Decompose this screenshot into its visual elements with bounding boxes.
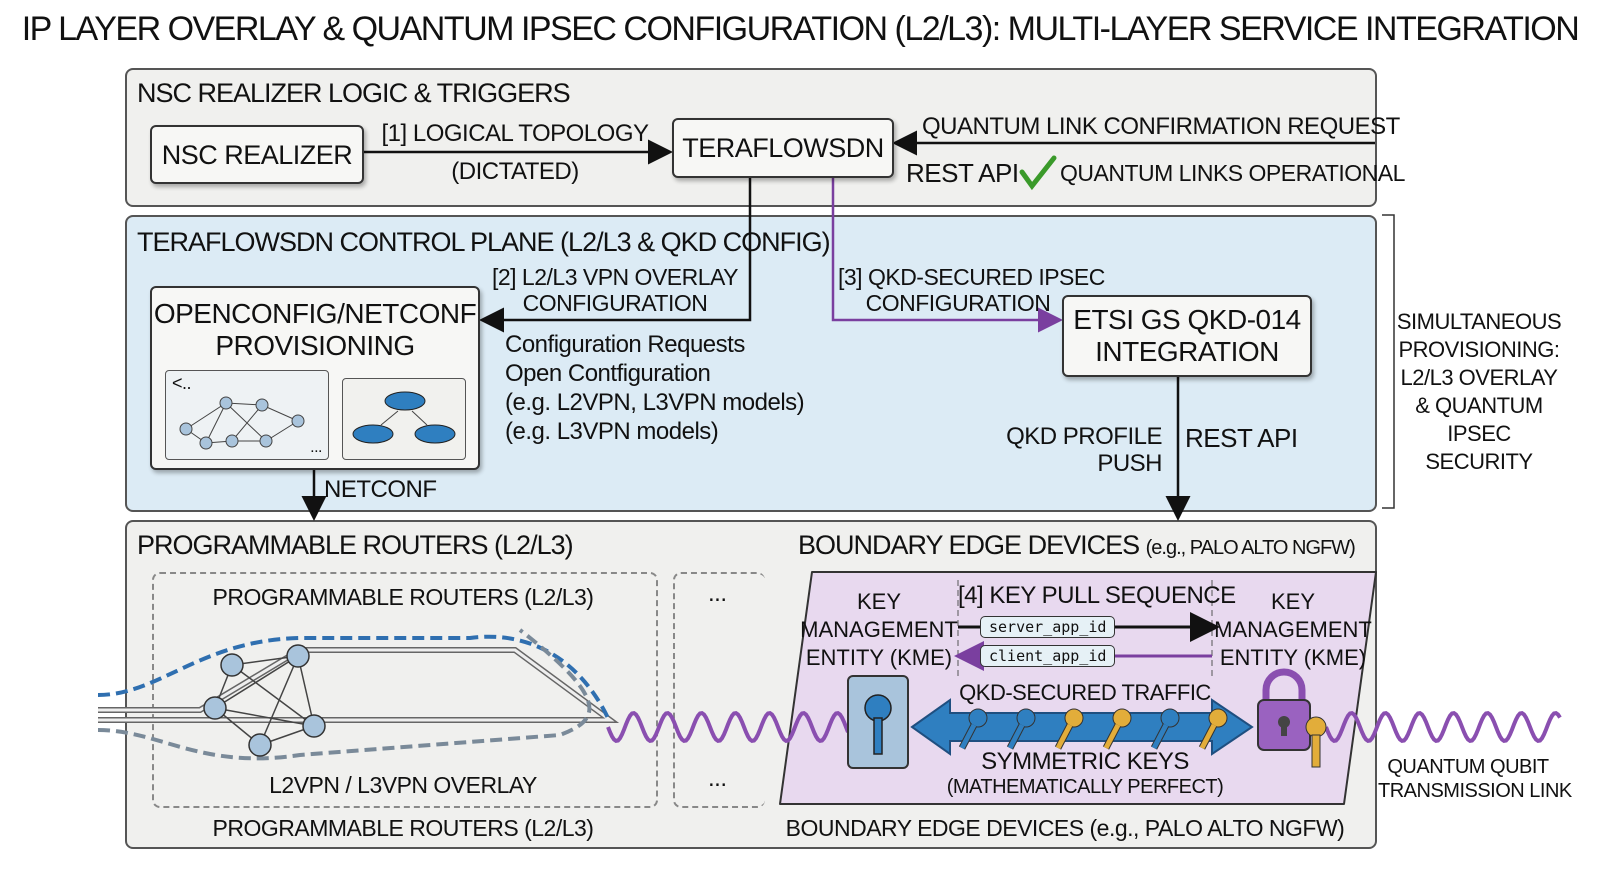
routers-heading: PROGRAMMABLE ROUTERS (L2/L3) — [137, 530, 574, 560]
padlock-icon — [1257, 668, 1327, 768]
key-icon — [1102, 708, 1132, 750]
qubit-sublabel: TRANSMISSION LINK — [1378, 780, 1572, 802]
qkd-push-sublabel: PUSH — [1097, 450, 1162, 477]
quantum-request-label: QUANTUM LINK CONFIRMATION REQUEST — [922, 113, 1400, 140]
edge-heading: BOUNDARY EDGE DEVICES (e.g., PALO ALTO N… — [798, 530, 1356, 561]
side-note-line: & QUANTUM — [1415, 393, 1543, 418]
step2-sublabel: CONFIGURATION — [522, 290, 708, 316]
etsi-title: ETSI GS QKD-014 — [1073, 304, 1301, 335]
kme-right-label: KEY MANAGEMENT ENTITY (KME) — [1214, 588, 1372, 672]
routers-group-more — [673, 572, 765, 808]
kme-line: MANAGEMENT — [800, 617, 958, 642]
step1-sublabel: (DICTATED) — [451, 158, 579, 185]
edge-bottom-label: BOUNDARY EDGE DEVICES (e.g., PALO ALTO N… — [785, 815, 1345, 841]
edge-heading-suffix: (e.g., PALO ALTO NGFW) — [1145, 537, 1356, 559]
step3-label: [3] QKD-SECURED IPSEC — [838, 264, 1105, 290]
openconfig-subtitle: PROVISIONING — [215, 330, 415, 361]
qubit-label: QUANTUM QUBIT — [1387, 756, 1549, 778]
kme-line: ENTITY (KME) — [805, 645, 953, 670]
config-note: (e.g. L2VPN, L3VPN models) — [505, 389, 805, 416]
arrow-l2l3-config — [479, 175, 752, 333]
openconfig-title: OPENCONFIG/NETCONF — [153, 298, 477, 329]
quantum-wave-left — [606, 710, 850, 744]
overlay-grey-dash — [97, 628, 592, 761]
kme-line: ENTITY (KME) — [1219, 645, 1367, 670]
code-prompt: <.. — [172, 373, 192, 393]
ellipsis-top: ... — [708, 580, 727, 607]
side-note-line: SIMULTANEOUS — [1396, 309, 1562, 334]
teraflowsdn-node[interactable]: TERAFLOWSDN — [672, 118, 894, 178]
arrow-qkd-ipsec — [831, 175, 1063, 333]
config-note: (e.g. L3VPN models) — [505, 418, 719, 445]
kme-zone — [779, 571, 1377, 805]
kme-line: MANAGEMENT — [1214, 617, 1372, 642]
traffic-label: QKD-SECURED TRAFFIC — [959, 680, 1211, 705]
qkd-push-label: QKD PROFILE — [1006, 423, 1162, 450]
kme-line: KEY — [856, 589, 902, 614]
ellipsis-bottom: ... — [708, 765, 727, 792]
topology-graph-icon — [179, 396, 305, 450]
key-icon — [1150, 708, 1180, 750]
routers-inner-label: PROGRAMMABLE ROUTERS (L2/L3) — [212, 584, 594, 610]
routers-icon — [342, 378, 466, 460]
edge-heading-text: BOUNDARY EDGE DEVICES — [798, 530, 1140, 560]
rest-api-label-2: REST API — [1185, 423, 1298, 453]
netconf-label: NETCONF — [324, 476, 437, 503]
quantum-ok-label: QUANTUM LINKS OPERATIONAL — [1060, 160, 1405, 186]
client-app-id-tag: client_app_id — [980, 645, 1116, 667]
bracket — [1382, 214, 1395, 509]
router-nodes — [203, 644, 326, 757]
code-ellipsis: ... — [310, 439, 322, 456]
side-note-line: PROVISIONING: — [1398, 337, 1560, 362]
side-note-line: IPSEC SECURITY — [1425, 421, 1533, 474]
overlay-blue-dash — [97, 634, 610, 719]
page-title: IP LAYER OVERLAY & QUANTUM IPSEC CONFIGU… — [21, 10, 1580, 48]
check-icon — [1019, 155, 1057, 191]
key-card-icon — [847, 675, 909, 769]
code-topology-icon: <.. ... — [165, 370, 329, 460]
etsi-qkd-node[interactable]: ETSI GS QKD-014 INTEGRATION — [1062, 295, 1312, 377]
nsc-realizer-node[interactable]: NSC REALIZER — [150, 125, 364, 184]
key-icon — [1006, 708, 1036, 750]
routers-group — [152, 572, 658, 808]
symmetric-keys-sublabel: (MATHEMATICALLY PERFECT) — [946, 776, 1224, 798]
step1-label: [1] LOGICAL TOPOLOGY — [381, 120, 650, 147]
symmetric-keys-label: SYMMETRIC KEYS — [981, 748, 1189, 775]
config-notes: Configuration Requests Open Contfigurati… — [505, 330, 805, 446]
config-note: Open Contfiguration — [505, 360, 711, 387]
key-icon — [958, 708, 988, 750]
overlay-label: L2VPN / L3VPN OVERLAY — [269, 772, 537, 798]
side-note: SIMULTANEOUS PROVISIONING: L2/L3 OVERLAY… — [1396, 308, 1562, 476]
server-app-id-tag: server_app_id — [980, 616, 1116, 638]
key-icon — [1054, 708, 1084, 750]
kme-left-label: KEY MANAGEMENT ENTITY (KME) — [800, 588, 958, 672]
step3-sublabel: CONFIGURATION — [865, 290, 1051, 316]
control-plane-heading: TERAFLOWSDN CONTROL PLANE (L2/L3 & QKD C… — [137, 227, 831, 257]
side-note-line: L2/L3 OVERLAY — [1400, 365, 1558, 390]
key-icon — [1198, 708, 1228, 750]
nsc-panel-heading: NSC REALIZER LOGIC & TRIGGERS — [137, 78, 571, 108]
quantum-wave-right — [1324, 710, 1562, 744]
routers-bottom-label: PROGRAMMABLE ROUTERS (L2/L3) — [212, 815, 594, 841]
etsi-subtitle: INTEGRATION — [1095, 336, 1279, 367]
step2-label: [2] L2/L3 VPN OVERLAY — [491, 264, 739, 290]
step4-label: [4] KEY PULL SEQUENCE — [958, 582, 1236, 609]
symmetric-keys-icons — [958, 708, 1228, 750]
config-note: Configuration Requests — [505, 331, 745, 358]
kme-line: KEY — [1270, 589, 1316, 614]
rest-api-label: REST API — [906, 158, 1019, 188]
